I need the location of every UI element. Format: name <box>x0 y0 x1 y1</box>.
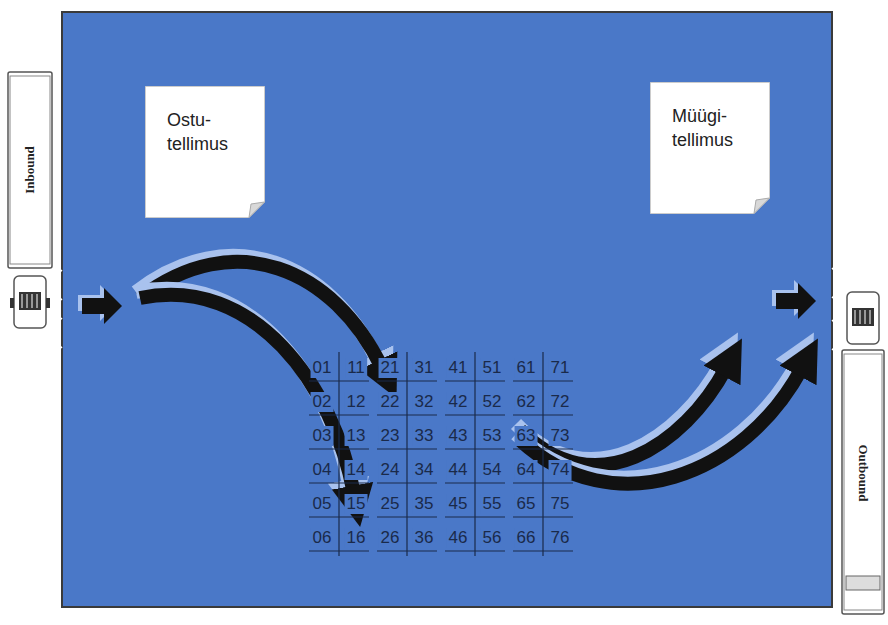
location-number: 43 <box>447 426 470 446</box>
order-note: Müügi- tellimus <box>650 82 770 214</box>
location-number: 52 <box>481 392 504 412</box>
location-number: 31 <box>413 358 436 378</box>
location-number: 13 <box>345 426 368 446</box>
flow-arrow <box>136 256 802 494</box>
warehouse-floor <box>62 12 832 607</box>
location-number: 33 <box>413 426 436 446</box>
location-number: 16 <box>345 528 368 548</box>
location-number: 24 <box>379 460 402 480</box>
storage-grid-lines <box>309 352 573 556</box>
location-number: 55 <box>481 494 504 514</box>
location-number: 35 <box>413 494 436 514</box>
location-number: 64 <box>515 460 538 480</box>
location-number: 11 <box>345 358 367 378</box>
location-number: 66 <box>515 528 538 548</box>
location-number: 01 <box>311 358 334 378</box>
location-number: 71 <box>549 358 572 378</box>
location-number: 36 <box>413 528 436 548</box>
location-number: 51 <box>481 358 504 378</box>
location-number: 02 <box>311 392 334 412</box>
location-number: 45 <box>447 494 470 514</box>
location-number: 41 <box>447 358 470 378</box>
location-number: 46 <box>447 528 470 548</box>
location-number: 53 <box>481 426 504 446</box>
location-number: 72 <box>549 392 572 412</box>
location-number: 62 <box>515 392 538 412</box>
location-number: 25 <box>379 494 402 514</box>
location-number: 12 <box>345 392 368 412</box>
order-note: Ostu- tellimus <box>145 86 265 218</box>
location-number: 54 <box>481 460 504 480</box>
truck-label: Outbound <box>855 444 871 501</box>
location-number: 44 <box>447 460 470 480</box>
location-number: 76 <box>549 528 572 548</box>
note-text: Ostu- tellimus <box>145 86 269 156</box>
location-number: 22 <box>379 392 402 412</box>
location-number: 21 <box>379 358 402 378</box>
truck-shape <box>6 70 54 332</box>
location-number: 32 <box>413 392 436 412</box>
location-number: 61 <box>515 358 538 378</box>
location-number: 04 <box>311 460 334 480</box>
note-text: Müügi- tellimus <box>650 82 774 152</box>
location-number: 42 <box>447 392 470 412</box>
location-number: 06 <box>311 528 334 548</box>
location-number: 23 <box>379 426 402 446</box>
location-number: 26 <box>379 528 402 548</box>
location-number: 74 <box>549 460 572 480</box>
location-number: 75 <box>549 494 572 514</box>
location-number: 15 <box>345 494 368 514</box>
truck: Outbound <box>840 290 886 616</box>
location-number: 34 <box>413 460 436 480</box>
location-number: 05 <box>311 494 334 514</box>
location-number: 65 <box>515 494 538 514</box>
truck-label: Inbound <box>22 146 38 194</box>
location-number: 63 <box>515 426 538 446</box>
truck: Inbound <box>6 70 54 332</box>
location-number: 03 <box>311 426 334 446</box>
location-number: 56 <box>481 528 504 548</box>
location-number: 73 <box>549 426 572 446</box>
location-number: 14 <box>345 460 368 480</box>
